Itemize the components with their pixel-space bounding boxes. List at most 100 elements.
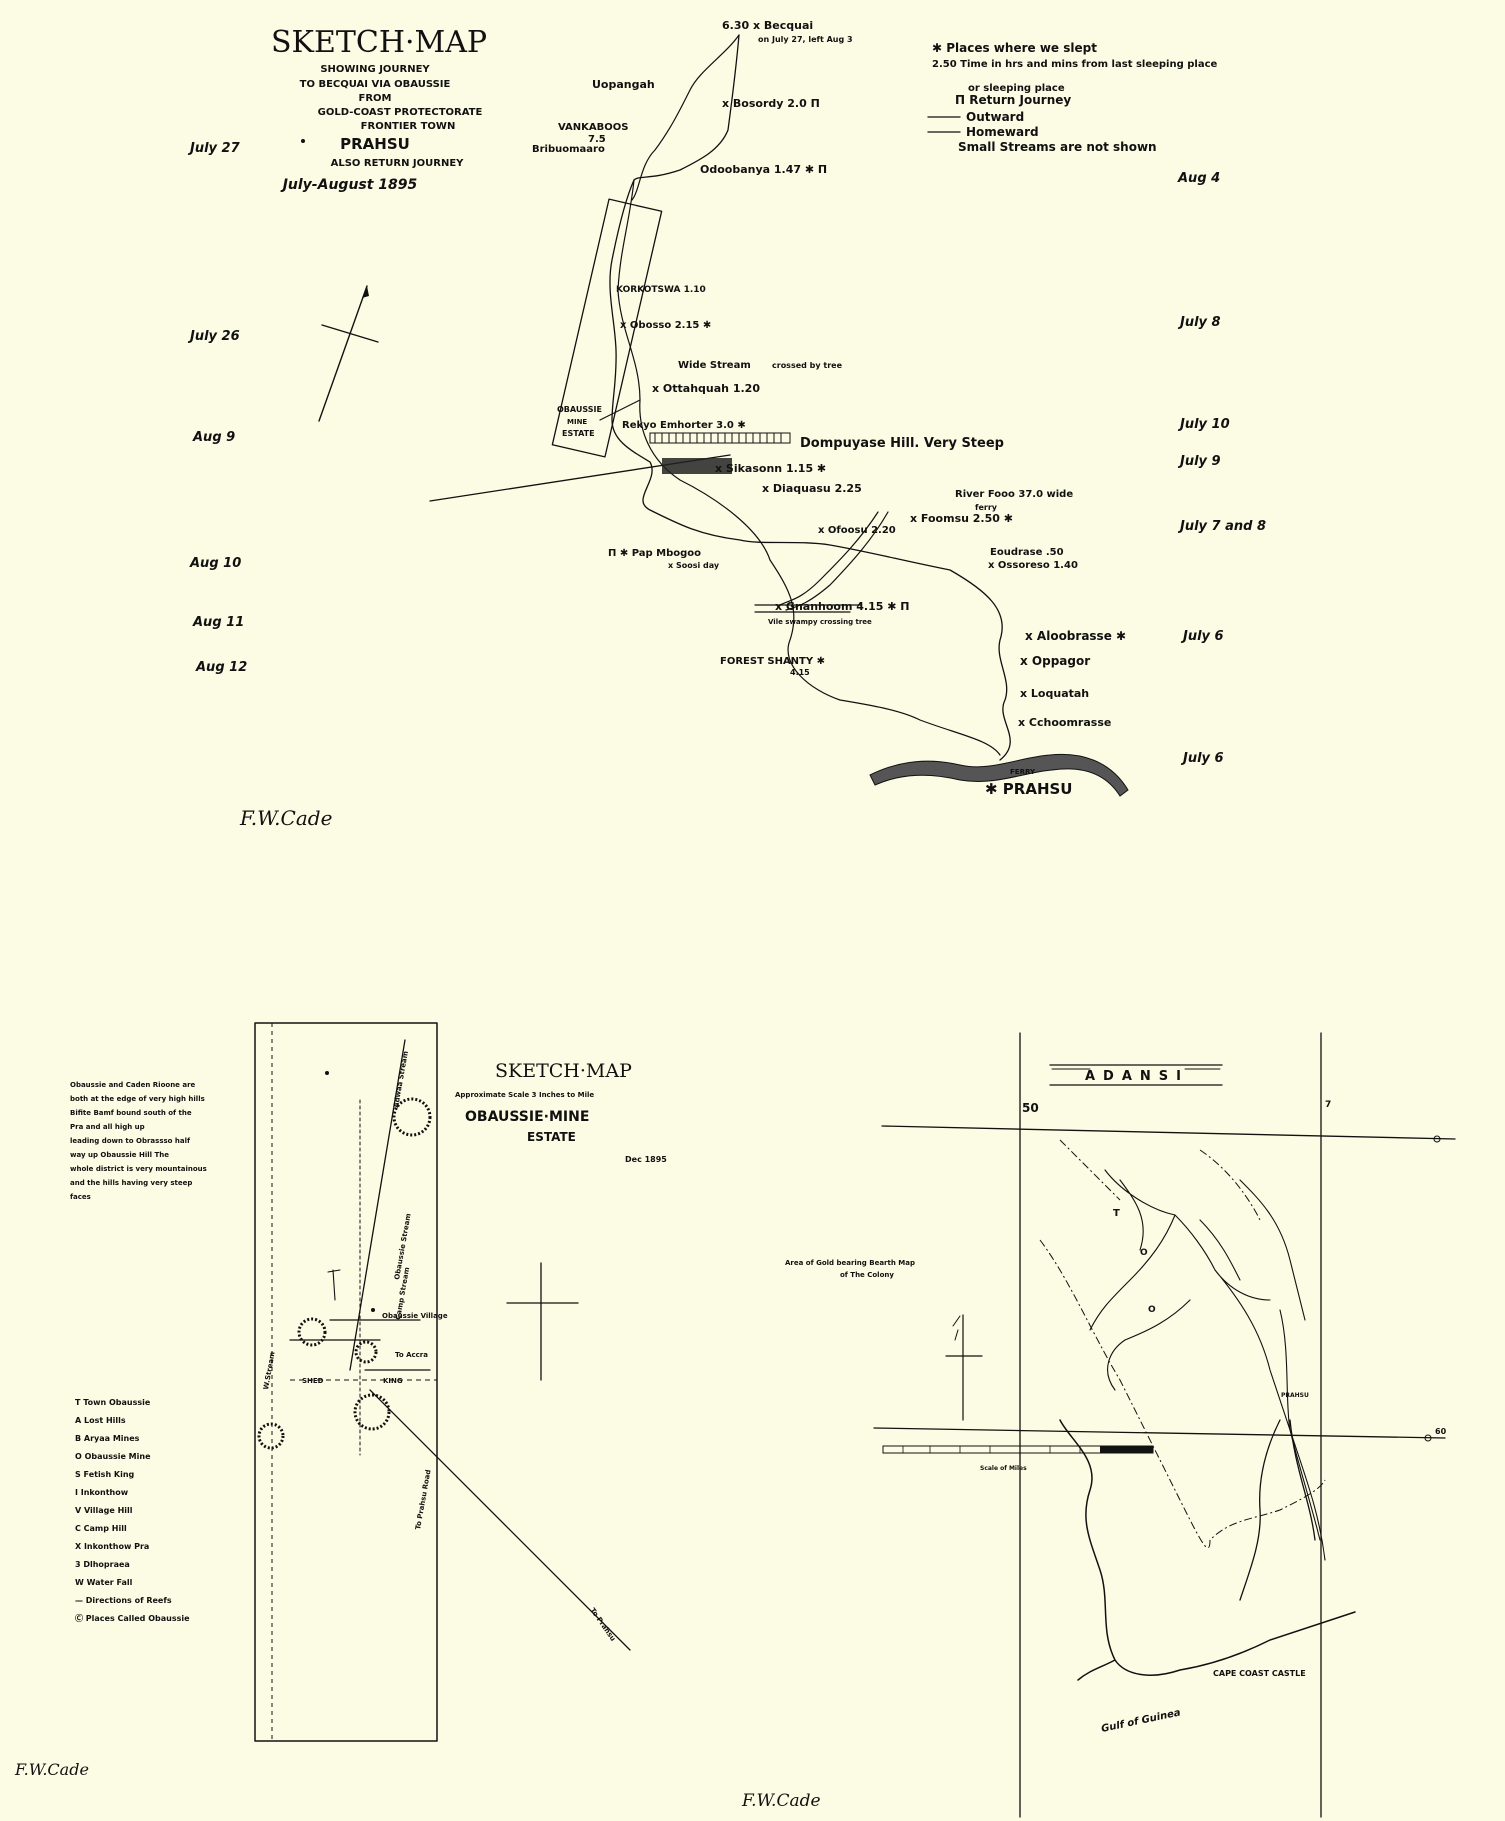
grid-label-7: 7 [1325,1100,1331,1110]
estate-label-3: ESTATE [562,429,595,438]
boundary [1039,1139,1326,1549]
map1-legend-1: ✱ Places where we slept [932,41,1097,55]
rivers [1089,1169,1326,1561]
date-left-4: Aug 10 [189,556,241,571]
label-adwaa-stream: Adwaa Stream [392,1050,410,1108]
map2-legend-7: V Village Hill [75,1506,133,1515]
map2-title: SKETCH·MAP [495,1060,632,1082]
place-gnanhoom: x Gnanhoom 4.15 ✱ Π [775,600,910,613]
map2-name-2: ESTATE [527,1130,576,1144]
place-vankaboos-time: 7.5 [588,134,606,145]
map2-date: Dec 1895 [625,1155,667,1164]
map2-legend-12: — Directions of Reefs [75,1596,172,1605]
place-ossoreso: x Ossoreso 1.40 [988,560,1078,571]
map1-subtitle-2: TO BECQUAI VIA OBAUSSIE [300,79,451,90]
prahsu-dot [301,139,305,143]
date-left-5: Aug 11 [192,615,244,630]
date-left-6: Aug 12 [195,660,247,675]
date-left-1: July 27 [187,141,241,156]
map2-note-9: faces [70,1193,91,1201]
coastline [1059,1419,1356,1681]
place-korkotswa: KORKOTSWA 1.10 [616,285,706,295]
dompuyase-hill [649,432,791,474]
map1-legend-7: Small Streams are not shown [958,140,1157,154]
map3-title: ADANSI [1085,1069,1189,1084]
place-ferry-2: FERRY [1010,768,1036,776]
date-left-3: Aug 9 [192,430,235,445]
place-cchoomrasse: x Cchoomrasse [1018,716,1111,729]
place-ferry-1: ferry [975,503,998,512]
map1-subtitle-4: GOLD-COAST PROTECTORATE [318,107,483,118]
map3-caption-2: of The Colony [840,1271,894,1279]
adansi-banner: ADANSI [1049,1064,1223,1086]
place-uopangah: Uopangah [592,78,655,91]
place-forest-shanty-time: 4.15 [790,668,810,677]
date-right-1: Aug 4 [1177,171,1220,186]
place-becquai-note: on July 27, left Aug 3 [758,35,853,44]
estate-map-frame [254,1022,438,1742]
label-to-prahsu: To Prahsu [588,1607,617,1643]
map2-note-4: Pra and all high up [70,1123,145,1131]
map1-subtitle-8: July-August 1895 [280,177,418,193]
estate-label-2: MINE [567,418,587,426]
pra-river [869,753,1129,797]
map2-note-6: way up Obaussie Hill The [70,1151,169,1159]
date-right-4: July 9 [1177,454,1221,469]
map1-subtitle-3: FROM [359,93,392,104]
scale-label: Scale of Miles [980,1465,1027,1472]
map3-letter-1: T [1113,1208,1120,1219]
estate-map: SKETCH·MAP Approximate Scale 3 Inches to… [14,1022,667,1779]
place-obosso: x Obosso 2.15 ✱ [620,320,711,331]
place-prahsu: ✱ PRAHSU [985,780,1072,798]
scale-bar: Scale of Miles [882,1445,1154,1472]
north-arrow-1 [318,285,379,422]
place-vankaboos: VANKABOOS [558,122,628,133]
map1-legend-5: Outward [966,110,1024,124]
date-right-7: July 6 [1180,751,1224,766]
grid-label-60: 60 [1435,1427,1447,1436]
map2-legend-11: W Water Fall [75,1578,133,1587]
north-arrow-3 [945,1314,983,1421]
map3-letter-2: O [1140,1248,1148,1258]
label-to-prahsu-road: To Prahsu Road [414,1469,432,1530]
map1-legend-6: Homeward [966,125,1039,139]
map2-note-7: whole district is very mountainous [70,1165,207,1173]
map2-name-1: OBAUSSIE·MINE [465,1109,589,1125]
label-obaussie-village: Obaussie Village [382,1312,448,1320]
place-vile-swampy: Vile swampy crossing tree [768,618,872,626]
map1-legend-4: Π Return Journey [955,93,1071,107]
place-wide-stream: Wide Stream [678,360,751,371]
map2-legend-10: 3 Dlhopraea [75,1560,130,1569]
date-right-5: July 7 and 8 [1177,519,1266,534]
place-pap-mbogoo: Π ✱ Pap Mbogoo [608,548,701,559]
map2-note-5: leading down to Obrassso half [70,1137,191,1145]
map1-subtitle-1: SHOWING JOURNEY [320,64,430,75]
map3-caption-1: Area of Gold bearing Bearth Map [785,1259,915,1267]
obaussie-estate-box [551,198,663,458]
map2-legend-2: A Lost Hills [75,1416,126,1425]
place-sikasonn: x Sikasonn 1.15 ✱ [715,462,826,475]
place-oppagor: x Oppagor [1020,654,1090,668]
signature-3: F.W.Cade [741,1791,821,1811]
label-w-stream: W.Stream [262,1351,277,1390]
place-bribuomaaro: Bribuomaaro [532,144,605,155]
place-foomsu: x Foomsu 2.50 ✱ [910,512,1013,525]
estate-features [257,1039,631,1651]
north-arrow-2 [506,1262,579,1381]
date-right-3: July 10 [1177,417,1230,432]
place-becquai: 6.30 x Becquai [722,19,813,32]
date-left-2: July 26 [187,329,240,344]
map2-note-2: both at the edge of very high hills [70,1095,205,1103]
homeward-route [617,34,1001,756]
outward-route [609,34,1011,761]
map1-subtitle-5: FRONTIER TOWN [361,121,456,132]
journey-map: SKETCH·MAP SHOWING JOURNEY TO BECQUAI VI… [187,19,1266,830]
date-right-6: July 6 [1180,629,1224,644]
place-crossed-by-tree: crossed by tree [772,361,843,370]
map2-note-8: and the hills having very steep [70,1179,192,1187]
map2-legend-8: C Camp Hill [75,1524,127,1533]
place-odoobanya: Odoobanya 1.47 ✱ Π [700,163,827,176]
grid-label-50: 50 [1022,1101,1039,1115]
